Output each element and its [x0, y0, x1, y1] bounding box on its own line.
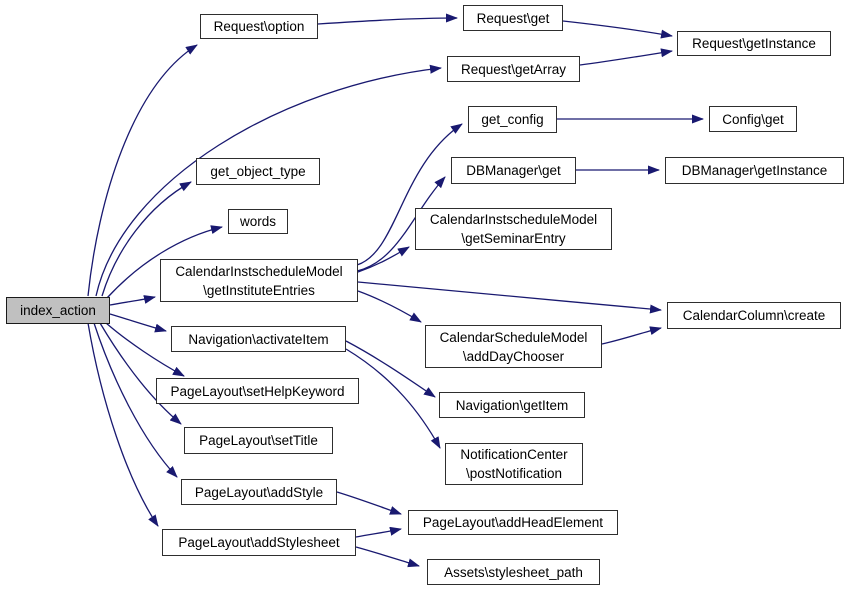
node-label: CalendarInstscheduleModel: [429, 212, 598, 227]
edge-index_action-cal_inst_get_institute_entries: [109, 295, 156, 306]
node-words[interactable]: words: [228, 209, 288, 234]
edge-index_action-request_get_array: [95, 64, 442, 297]
node-request-get[interactable]: Request\get: [463, 5, 563, 31]
node-notificationcenter-postnotification[interactable]: NotificationCenter \postNotification: [445, 443, 583, 485]
node-pagelayout-addstylesheet[interactable]: PageLayout\addStylesheet: [162, 529, 356, 556]
edge-cal_sched_add_day_chooser-cal_column_create: [601, 326, 662, 345]
node-label: Config\get: [722, 111, 784, 127]
node-label: Request\getArray: [460, 61, 567, 77]
node-request-get-instance[interactable]: Request\getInstance: [677, 31, 831, 56]
node-label: Navigation\getItem: [455, 397, 569, 413]
node-label: words: [239, 214, 276, 229]
node-label: PageLayout\setHelpKeyword: [170, 383, 345, 399]
node-label: NotificationCenter: [460, 447, 568, 462]
node-label: CalendarScheduleModel: [439, 329, 588, 345]
edge-pagelayout_add_style-pagelayout_add_head_element: [336, 491, 402, 515]
edge-pagelayout_add_stylesheet-assets_stylesheet_path: [355, 546, 420, 568]
node-label: DBManager\getInstance: [681, 163, 828, 178]
node-label: CalendarColumn\create: [682, 308, 826, 323]
node-pagelayout-settitle[interactable]: PageLayout\setTitle: [184, 427, 333, 454]
node-label: \addDayChooser: [462, 348, 565, 364]
node-label: Assets\stylesheet_path: [444, 564, 583, 580]
edge-index_action-request_option: [87, 44, 198, 297]
node-pagelayout-addheadelement[interactable]: PageLayout\addHeadElement: [408, 510, 618, 535]
node-calendarinstschedulemodel-getinstituteentries[interactable]: CalendarInstscheduleModel \getInstituteE…: [160, 259, 358, 302]
node-index-action: index_action: [6, 297, 110, 324]
node-label: \getSeminarEntry: [461, 231, 566, 246]
node-label: get_config: [481, 112, 544, 127]
node-dbmanager-get[interactable]: DBManager\get: [451, 157, 576, 184]
edge-index_action-pagelayout_add_stylesheet: [87, 322, 159, 527]
node-label: Navigation\activateItem: [188, 331, 329, 347]
node-request-get-array[interactable]: Request\getArray: [447, 56, 580, 82]
edge-navigation_activate_item-notification_post: [345, 348, 441, 449]
node-label: Request\getInstance: [692, 36, 816, 51]
node-label: PageLayout\addStyle: [194, 484, 324, 500]
node-pagelayout-addstyle[interactable]: PageLayout\addStyle: [181, 479, 337, 505]
node-label: \postNotification: [465, 466, 563, 481]
node-label: Request\get: [476, 10, 550, 26]
node-label: DBManager\get: [466, 163, 561, 178]
node-label: get_object_type: [210, 164, 306, 179]
node-label: CalendarInstscheduleModel: [175, 263, 343, 279]
edge-request_get-request_get_instance: [562, 20, 673, 39]
edge-index_action-pagelayout_add_style: [93, 322, 178, 478]
edge-cal_inst_get_institute_entries-cal_sched_add_day_chooser: [357, 290, 422, 323]
edge-cal_inst_get_institute_entries-dbmanager_get: [356, 176, 446, 272]
node-label: index_action: [20, 303, 96, 318]
edge-index_action-pagelayout_set_help_keyword: [105, 322, 185, 377]
node-calendarcolumn-create[interactable]: CalendarColumn\create: [667, 302, 841, 329]
edge-index_action-pagelayout_set_title: [99, 322, 182, 425]
edge-cal_inst_get_institute_entries-cal_inst_get_seminar_entry: [357, 246, 410, 273]
node-navigation-activateitem[interactable]: Navigation\activateItem: [171, 326, 346, 352]
node-get-object-type[interactable]: get_object_type: [196, 158, 320, 185]
node-label: PageLayout\setTitle: [199, 433, 318, 448]
node-navigation-getitem[interactable]: Navigation\getItem: [439, 392, 585, 418]
node-label: PageLayout\addStylesheet: [178, 535, 340, 550]
node-request-option[interactable]: Request\option: [200, 14, 318, 39]
node-config-get[interactable]: Config\get: [709, 106, 797, 132]
node-calendarinstschedulemodel-getseminarentry[interactable]: CalendarInstscheduleModel \getSeminarEnt…: [415, 208, 612, 250]
edge-index_action-get_object_type: [101, 181, 192, 297]
node-label: \getInstituteEntries: [203, 282, 315, 298]
edge-pagelayout_add_stylesheet-pagelayout_add_head_element: [355, 526, 402, 538]
node-dbmanager-get-instance[interactable]: DBManager\getInstance: [665, 157, 844, 184]
node-get-config[interactable]: get_config: [468, 106, 557, 133]
node-assets-stylesheet-path[interactable]: Assets\stylesheet_path: [427, 559, 600, 585]
node-label: PageLayout\addHeadElement: [422, 515, 604, 530]
edge-request_get_array-request_get_instance: [579, 48, 673, 66]
edge-request_option-request_get: [317, 13, 458, 25]
node-calendarschedulemodel-adddaychooser[interactable]: CalendarScheduleModel \addDayChooser: [425, 325, 602, 368]
edge-cal_inst_get_institute_entries-get_config: [356, 123, 463, 266]
edge-cal_inst_get_institute_entries-cal_column_create: [357, 281, 662, 314]
edge-index_action-navigation_activate_item: [109, 313, 167, 333]
edge-index_action-words: [106, 225, 223, 299]
node-pagelayout-sethelpkeyword[interactable]: PageLayout\setHelpKeyword: [156, 378, 359, 404]
edge-navigation_activate_item-navigation_get_item: [345, 340, 436, 398]
node-label: Request\option: [213, 19, 305, 34]
